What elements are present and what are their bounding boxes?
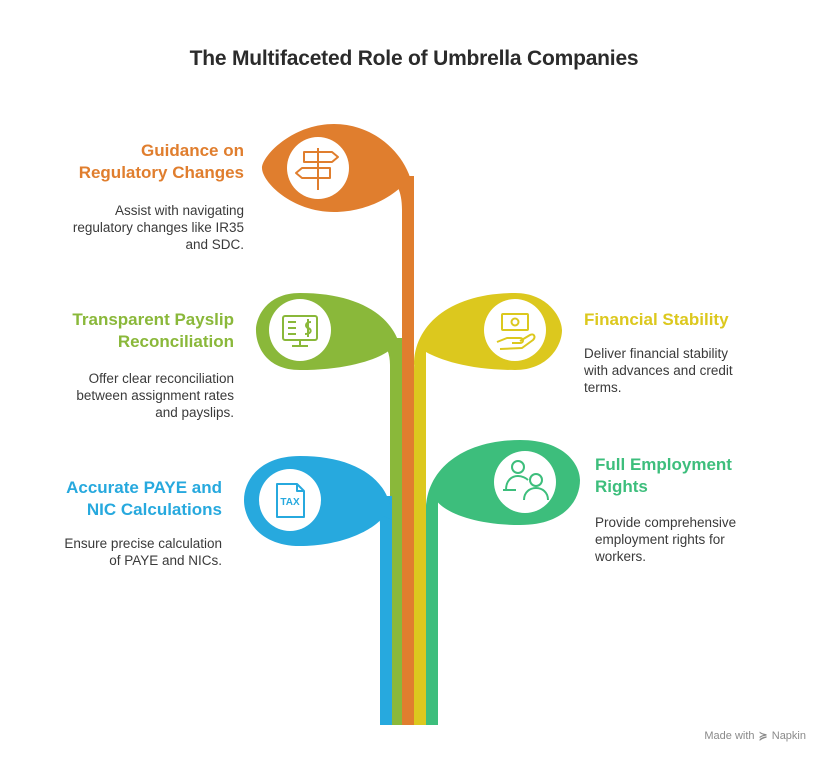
tax-label: TAX xyxy=(280,497,300,508)
made-with-footer[interactable]: Made with ≽ Napkin xyxy=(704,729,806,743)
item-desc-regulatory: Assist with navigating regulatory change… xyxy=(72,203,244,252)
item-desc-employment: Provide comprehensive employment rights … xyxy=(595,515,737,564)
tax-document-icon xyxy=(276,483,305,518)
icon-circle-paye xyxy=(259,469,321,531)
item-title-financial: Financial Stability xyxy=(584,310,729,329)
signpost-icon xyxy=(295,148,339,190)
napkin-brand: Napkin xyxy=(771,729,806,742)
stem-financial xyxy=(414,338,432,725)
item-title-payslip: Transparent Payslip Reconciliation xyxy=(72,310,234,351)
item-desc-payslip: Offer clear reconciliation between assig… xyxy=(76,371,234,420)
workers-icon xyxy=(503,460,549,501)
napkin-logo-icon: ≽ xyxy=(758,730,768,742)
item-desc-financial: Deliver financial stability with advance… xyxy=(584,346,733,395)
icon-circle-payslip xyxy=(269,299,331,361)
stem-payslip xyxy=(376,338,402,725)
money-hand-icon xyxy=(496,313,536,350)
page-title: The Multifaceted Role of Umbrella Compan… xyxy=(189,47,639,70)
item-title-paye: Accurate PAYE and NIC Calculations xyxy=(66,478,222,519)
item-title-employment: Full Employment Rights xyxy=(595,455,732,496)
icon-circle-employment xyxy=(494,451,556,513)
item-desc-paye: Ensure precise calculation of PAYE and N… xyxy=(64,536,222,568)
made-with-label: Made with xyxy=(704,729,755,742)
stem-paye xyxy=(362,496,392,725)
stem-employment xyxy=(426,482,446,725)
item-title-regulatory: Guidance on Regulatory Changes xyxy=(78,141,244,182)
payslip-monitor-icon xyxy=(282,315,318,347)
stem-regulatory xyxy=(388,176,414,725)
